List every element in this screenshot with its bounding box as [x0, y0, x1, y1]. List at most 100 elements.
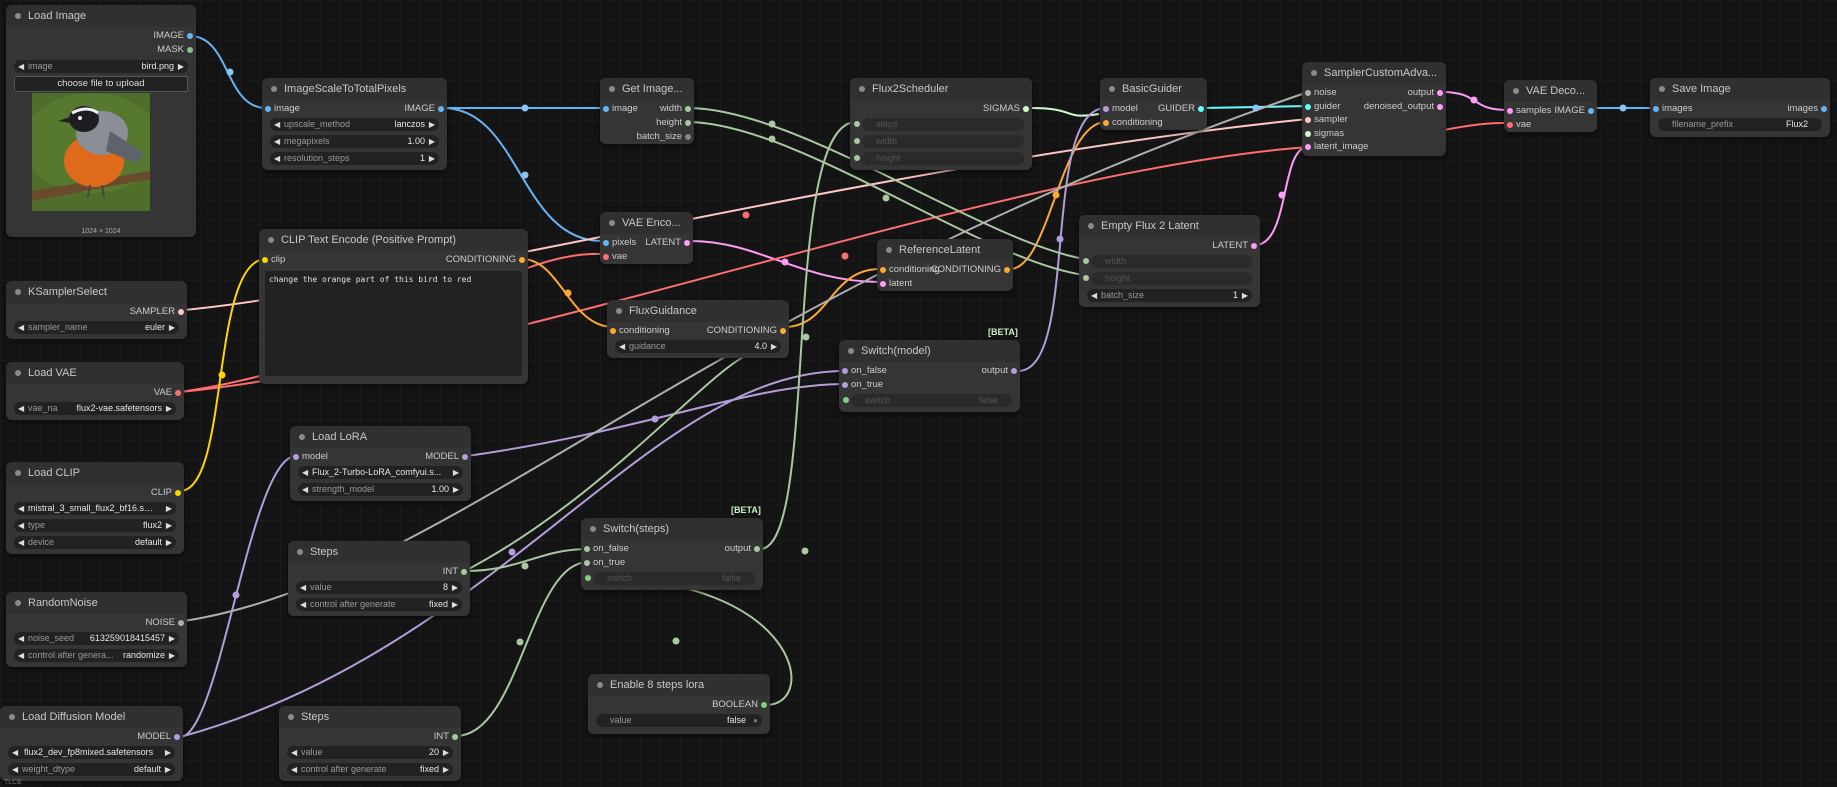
input-images[interactable]: images	[1653, 102, 1693, 116]
width-input[interactable]: width	[854, 135, 1024, 148]
output-output[interactable]: output	[725, 542, 760, 556]
upload-button[interactable]: choose file to upload	[14, 76, 188, 92]
input-latent-image[interactable]: latent_image	[1305, 140, 1368, 154]
output-images[interactable]: images	[1787, 102, 1827, 116]
input-image[interactable]: image	[265, 102, 300, 116]
output-sigmas[interactable]: SIGMAS	[983, 102, 1029, 116]
output-mask[interactable]: MASK	[157, 43, 193, 57]
node-load-clip[interactable]: Load CLIP CLIP ◀mistral_3_small_flux2_bf…	[6, 462, 184, 554]
lora-name-select[interactable]: ◀Flux_2-Turbo-LoRA_comfyui.s...▶	[298, 466, 463, 479]
node-get-image[interactable]: Get Image... image width height batch_si…	[600, 78, 694, 144]
input-sampler[interactable]: sampler	[1305, 113, 1348, 127]
input-pixels[interactable]: pixels	[603, 236, 636, 250]
output-conditioning[interactable]: CONDITIONING	[931, 263, 1010, 277]
output-latent[interactable]: LATENT	[1212, 239, 1257, 253]
output-image[interactable]: IMAGE	[404, 102, 444, 116]
node-reference-latent[interactable]: ReferenceLatent conditioning latent COND…	[877, 239, 1013, 291]
output-vae[interactable]: VAE	[154, 386, 181, 400]
input-model[interactable]: model	[1103, 102, 1138, 116]
node-vae-decode[interactable]: VAE Deco... samples vae IMAGE	[1504, 80, 1597, 132]
output-noise[interactable]: NOISE	[145, 616, 184, 630]
width-input[interactable]: width	[1083, 255, 1252, 268]
node-switch-model[interactable]: Switch(model) on_false on_true output sw…	[839, 340, 1020, 412]
input-on-false[interactable]: on_false	[842, 364, 887, 378]
input-image[interactable]: image	[603, 102, 638, 116]
prompt-textarea[interactable]: change the orange part of this bird to r…	[265, 271, 522, 376]
output-conditioning[interactable]: CONDITIONING	[446, 253, 525, 267]
node-clip-text-encode[interactable]: CLIP Text Encode (Positive Prompt) clip …	[259, 229, 528, 384]
node-switch-steps[interactable]: Switch(steps) on_false on_true output sw…	[581, 518, 763, 590]
output-int[interactable]: INT	[443, 565, 467, 579]
steps-input[interactable]: steps	[854, 118, 1024, 131]
input-conditioning[interactable]: conditioning	[610, 324, 670, 338]
height-input[interactable]: height	[1083, 272, 1252, 285]
output-sampler[interactable]: SAMPLER	[130, 305, 184, 319]
input-sigmas[interactable]: sigmas	[1305, 127, 1344, 141]
input-on-true[interactable]: on_true	[842, 378, 883, 392]
output-guider[interactable]: GUIDER	[1158, 102, 1204, 116]
output-boolean[interactable]: BOOLEAN	[712, 698, 767, 712]
node-flux-guidance[interactable]: FluxGuidance conditioning CONDITIONING ◀…	[607, 300, 789, 358]
output-model[interactable]: MODEL	[425, 450, 468, 464]
input-latent[interactable]: latent	[880, 277, 912, 291]
output-output[interactable]: output	[982, 364, 1017, 378]
node-save-image[interactable]: Save Image images images filename_prefix…	[1650, 78, 1830, 137]
output-conditioning[interactable]: CONDITIONING	[707, 324, 786, 338]
output-image[interactable]: IMAGE	[153, 29, 193, 43]
input-conditioning[interactable]: conditioning	[1103, 116, 1163, 130]
control-after-generate-select[interactable]: ◀control after genera...randomize▶	[14, 649, 179, 662]
output-model[interactable]: MODEL	[137, 730, 180, 744]
input-on-true[interactable]: on_true	[584, 556, 625, 570]
input-model[interactable]: model	[293, 450, 328, 464]
node-flux2-scheduler[interactable]: Flux2Scheduler SIGMAS steps width height	[850, 78, 1032, 170]
input-vae[interactable]: vae	[1507, 118, 1531, 132]
input-on-false[interactable]: on_false	[584, 542, 629, 556]
clip-name-select[interactable]: ◀mistral_3_small_flux2_bf16.safe...▶	[14, 502, 176, 515]
input-noise[interactable]: noise	[1305, 86, 1337, 100]
input-guider[interactable]: guider	[1305, 100, 1340, 114]
output-batch-size[interactable]: batch_size	[637, 130, 691, 144]
input-clip[interactable]: clip	[262, 253, 285, 267]
output-latent[interactable]: LATENT	[645, 236, 690, 250]
node-basic-guider[interactable]: BasicGuider model conditioning GUIDER	[1100, 78, 1207, 130]
unet-name-select[interactable]: ◀flux2_dev_fp8mixed.safetensors▶	[8, 746, 175, 759]
node-load-lora[interactable]: Load LoRA model MODEL ◀Flux_2-Turbo-LoRA…	[290, 426, 471, 501]
output-clip[interactable]: CLIP	[151, 486, 181, 500]
node-sampler-custom-advanced[interactable]: SamplerCustomAdva... noise guider sample…	[1302, 62, 1446, 156]
output-denoised[interactable]: denoised_output	[1364, 100, 1443, 114]
node-image-scale[interactable]: ImageScaleToTotalPixels image IMAGE ◀ups…	[262, 78, 447, 170]
input-samples[interactable]: samples	[1507, 104, 1551, 118]
output-output[interactable]: output	[1408, 86, 1443, 100]
height-input[interactable]: height	[854, 152, 1024, 165]
output-int[interactable]: INT	[434, 730, 458, 744]
output-height[interactable]: height	[656, 116, 691, 130]
node-empty-flux2-latent[interactable]: Empty Flux 2 Latent LATENT width height …	[1079, 215, 1260, 307]
